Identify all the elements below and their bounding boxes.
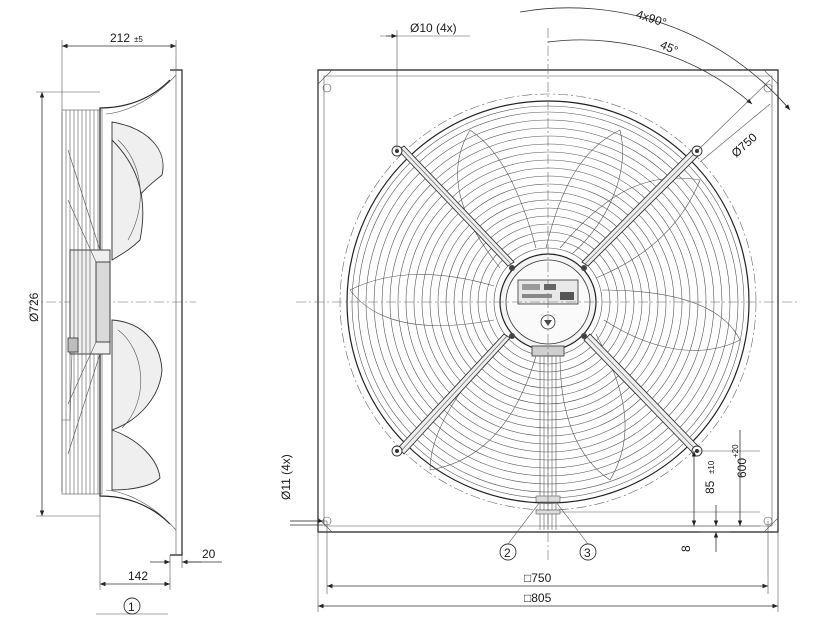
dim-726-label: Ø726 [27, 292, 41, 322]
front-view: Ø10 (4x) 4x90° 45° Ø750 Ø11 (4x) 85 ±10 … [279, 7, 800, 612]
callout-2-circle [499, 543, 517, 561]
dim-212-label: 212 [110, 31, 130, 45]
side-view: 212 ±5 Ø726 142 20 1 [27, 31, 222, 615]
dim-600-label: 600 [735, 458, 749, 478]
dim-8-label: 8 [679, 545, 693, 552]
dim-hole-top-label: Ø10 (4x) [410, 21, 457, 35]
callout-3-circle [579, 543, 597, 561]
dim-85-tolerance: ±10 [707, 460, 716, 474]
dim-142-label: 142 [128, 569, 148, 583]
dim-212-tolerance: ±5 [134, 35, 143, 44]
dim-hole-left-label: Ø11 (4x) [279, 454, 293, 500]
callout-1-circle [123, 597, 141, 615]
dim-square-750-label: □750 [524, 571, 552, 585]
angle-4x90-label: 4x90° [635, 7, 669, 30]
callout-3-label: 3 [584, 546, 591, 560]
callout-1-label: 1 [128, 600, 135, 614]
angle-45-label: 45° [658, 38, 680, 58]
dim-20-label: 20 [202, 547, 216, 561]
dim-85-label: 85 [703, 480, 717, 494]
dim-square-805-label: □805 [524, 591, 552, 605]
guard-struts [397, 145, 699, 455]
callout-2-label: 2 [504, 546, 511, 560]
dim-600-tolerance: +20 [731, 444, 740, 458]
